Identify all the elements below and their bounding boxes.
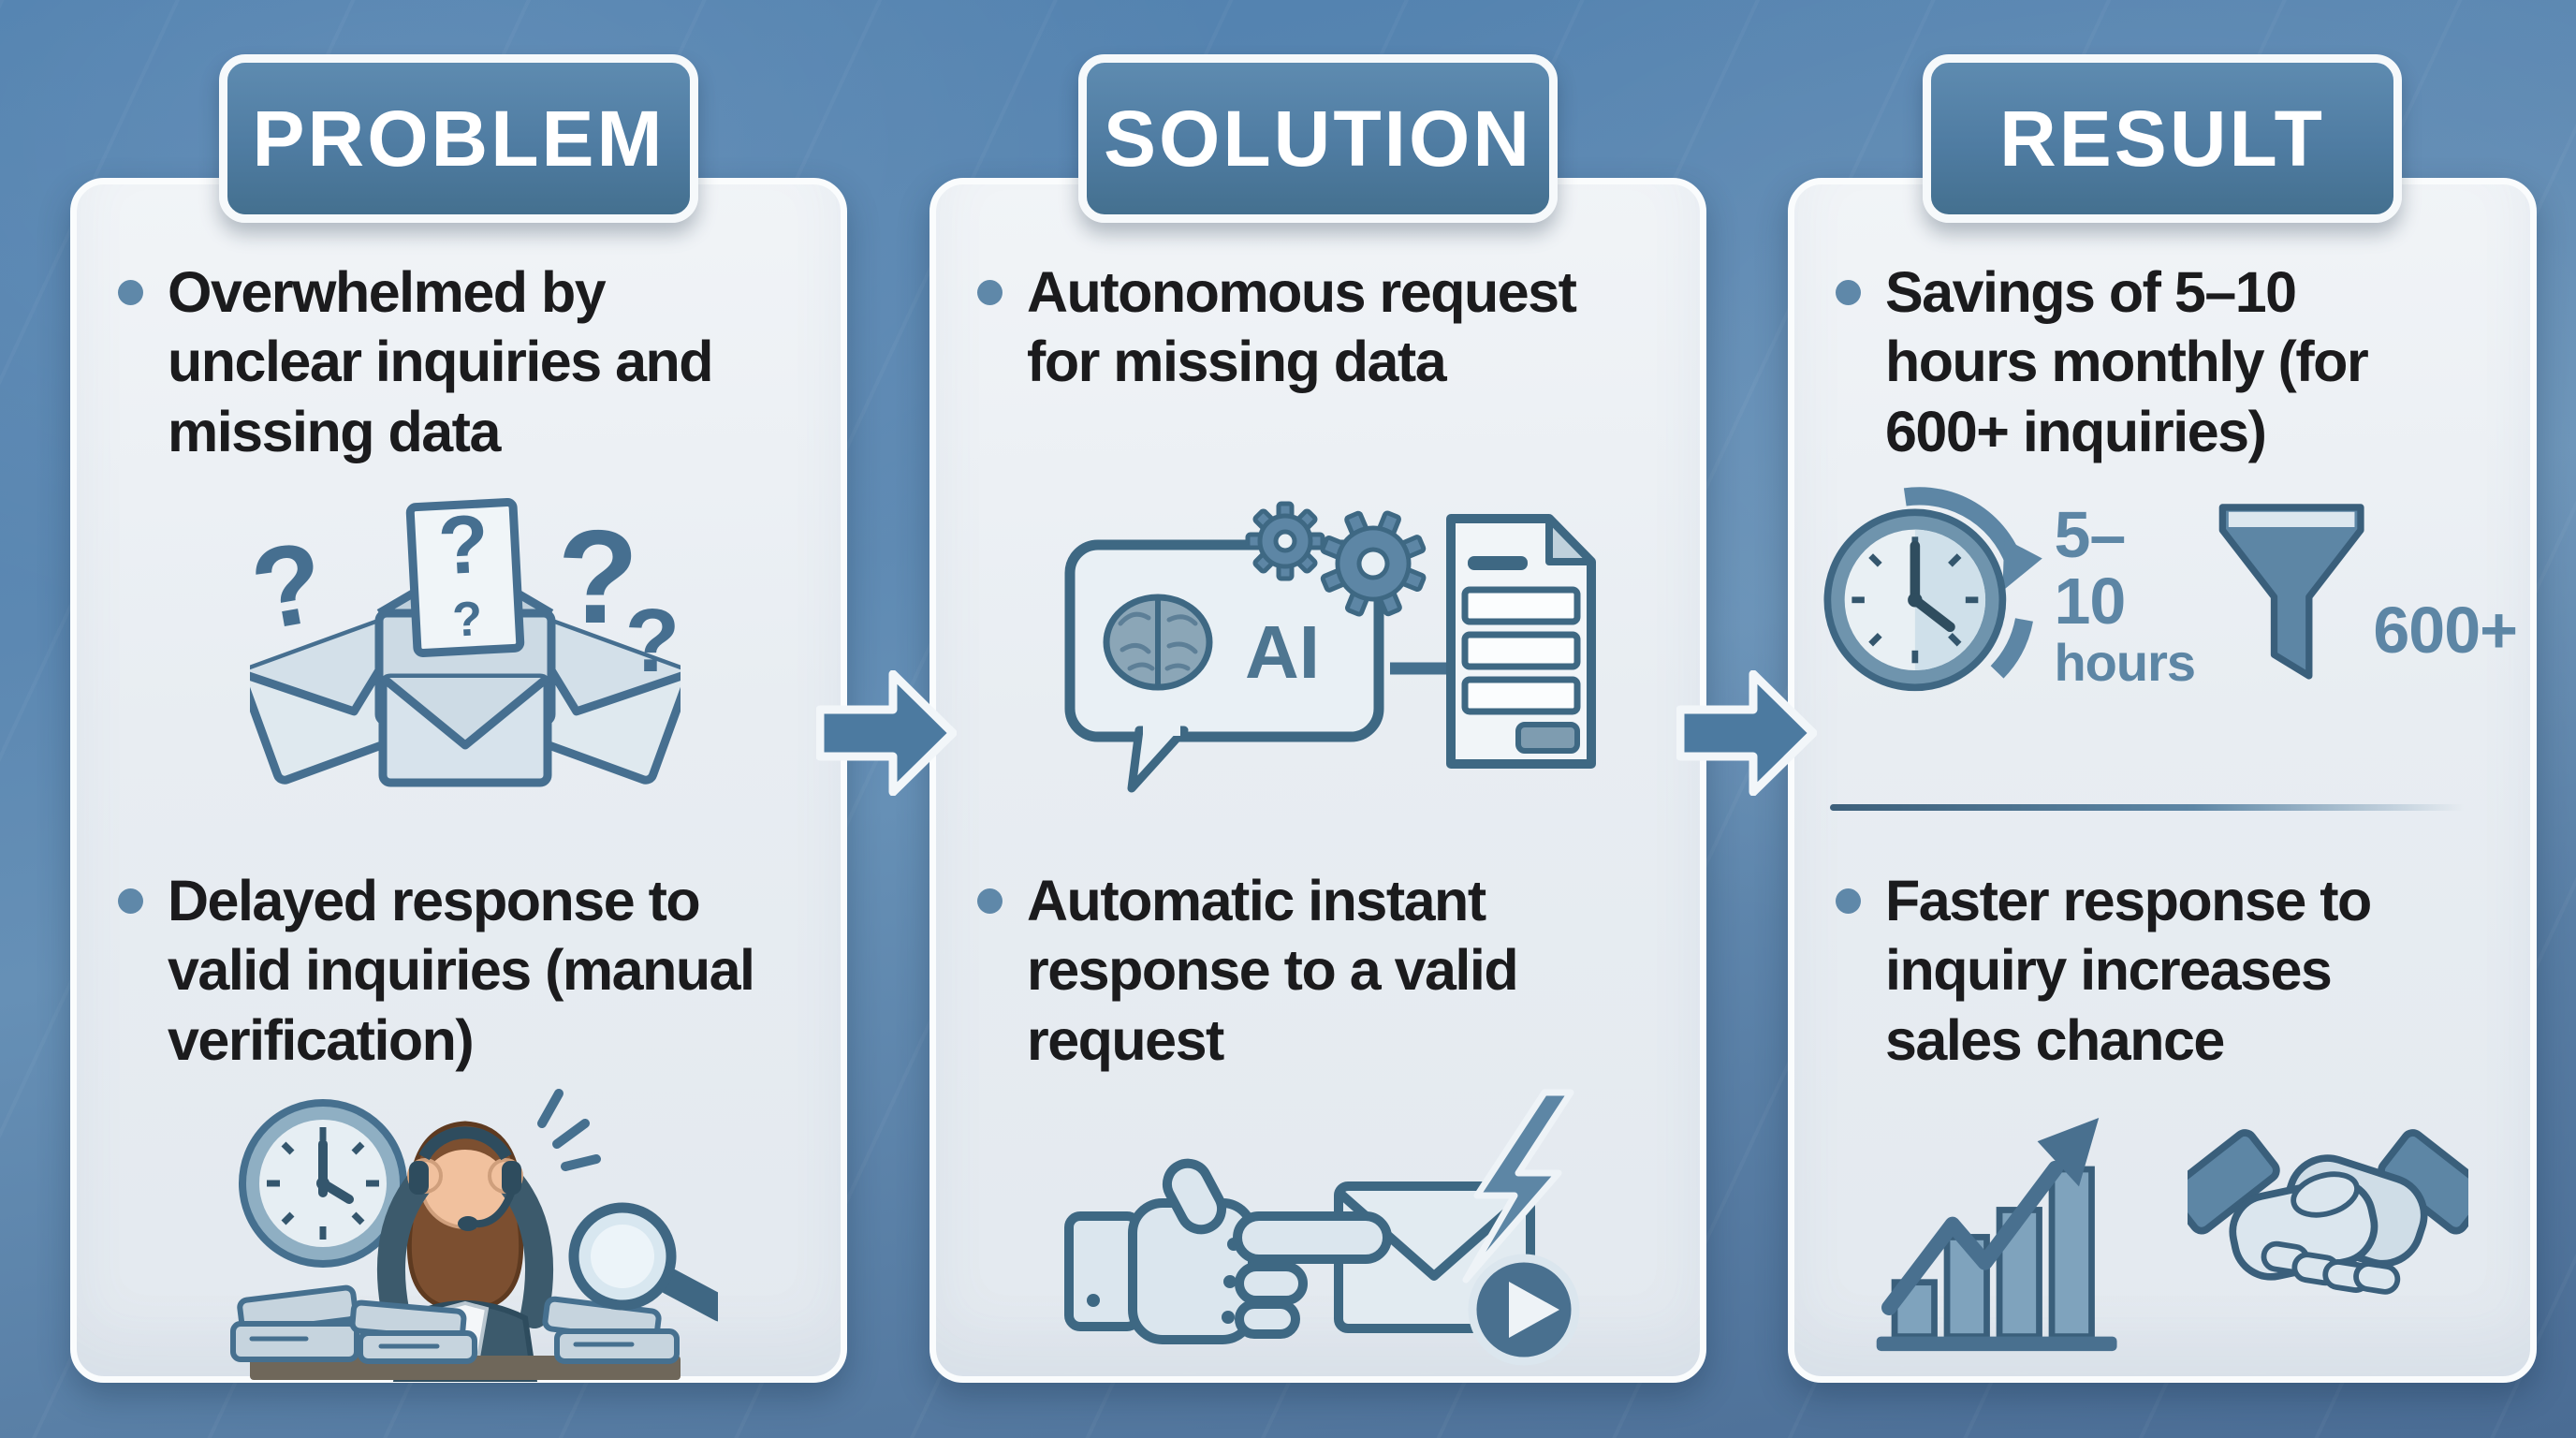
- bullet-dot: [977, 280, 1003, 305]
- svg-text:?: ?: [250, 517, 333, 654]
- problem-bullet-1: Overwhelmed by unclear inquiries and mis…: [118, 257, 816, 466]
- result-bottom-icons: [1851, 1074, 2487, 1369]
- solution-bullet-1: Autonomous request for missing data: [977, 257, 1676, 397]
- result-card: Savings of 5–10 hours monthly (for 600+ …: [1788, 178, 2537, 1383]
- stressed-agent-svg: [230, 1089, 718, 1382]
- handshake-icon: [2188, 1128, 2468, 1295]
- stressed-agent-icon: [203, 1072, 727, 1383]
- solution-header-label: SOLUTION: [1104, 94, 1532, 183]
- flow-arrow-icon: [815, 669, 958, 800]
- problem-header-label: PROBLEM: [252, 94, 666, 183]
- problem-bullet-2-text: Delayed response to valid inquiries (man…: [168, 869, 755, 1072]
- hand-send-envelope-svg: [1064, 1089, 1580, 1366]
- solution-card: Autonomous request for missing data: [929, 178, 1706, 1383]
- solution-bullet-2: Automatic instant response to a valid re…: [977, 866, 1676, 1075]
- inquiries-stat: 600+: [2373, 594, 2518, 667]
- result-bullet-1-text: Savings of 5–10 hours monthly (for 600+ …: [1885, 260, 2369, 463]
- ai-label: AI: [1245, 610, 1320, 694]
- result-header: RESULT: [1923, 54, 2402, 223]
- question-envelopes-svg: ? ? ? ? ?: [250, 497, 681, 787]
- solution-header: SOLUTION: [1078, 54, 1558, 223]
- result-header-label: RESULT: [1999, 94, 2325, 183]
- problem-bullet-2: Delayed response to valid inquiries (man…: [118, 866, 816, 1075]
- hours-saved-unit: hours: [2054, 632, 2196, 692]
- svg-text:?: ?: [436, 497, 491, 593]
- result-bullet-2-text: Faster response to inquiry increases sal…: [1885, 869, 2372, 1072]
- funnel-icon: [2218, 504, 2364, 680]
- solution-bullet-1-text: Autonomous request for missing data: [1027, 260, 1577, 394]
- clock-time-saving-icon: [1823, 487, 2042, 692]
- result-bullet-1: Savings of 5–10 hours monthly (for 600+ …: [1836, 257, 2506, 466]
- svg-text:?: ?: [558, 503, 639, 652]
- bullet-dot: [1836, 888, 1861, 914]
- hand-send-envelope-icon: [1053, 1076, 1596, 1389]
- question-envelopes-icon: ? ? ? ? ?: [250, 482, 681, 791]
- svg-text:?: ?: [451, 592, 484, 648]
- problem-bullet-1-text: Overwhelmed by unclear inquiries and mis…: [168, 260, 714, 463]
- flow-arrow-icon: [1676, 669, 1818, 800]
- hours-saved-stat: 5–10 hours: [2054, 498, 2196, 692]
- solution-bullet-2-text: Automatic instant response to a valid re…: [1027, 869, 1519, 1072]
- result-divider: [1830, 804, 2491, 811]
- problem-card: Overwhelmed by unclear inquiries and mis…: [70, 178, 847, 1383]
- bullet-dot: [118, 888, 143, 914]
- bullet-dot: [118, 280, 143, 305]
- result-stats-row: 5–10 hours 600+: [1811, 475, 2518, 716]
- problem-header: PROBLEM: [219, 54, 698, 223]
- svg-text:?: ?: [625, 591, 681, 691]
- result-bullet-2: Faster response to inquiry increases sal…: [1836, 866, 2506, 1075]
- growth-chart-icon: [1876, 1117, 2117, 1351]
- ai-brain-gears-document-svg: AI: [1064, 501, 1596, 792]
- bullet-dot: [1836, 280, 1861, 305]
- ai-brain-gears-document-icon: AI: [1048, 482, 1601, 805]
- hours-saved-value: 5–10: [2054, 498, 2126, 638]
- bullet-dot: [977, 888, 1003, 914]
